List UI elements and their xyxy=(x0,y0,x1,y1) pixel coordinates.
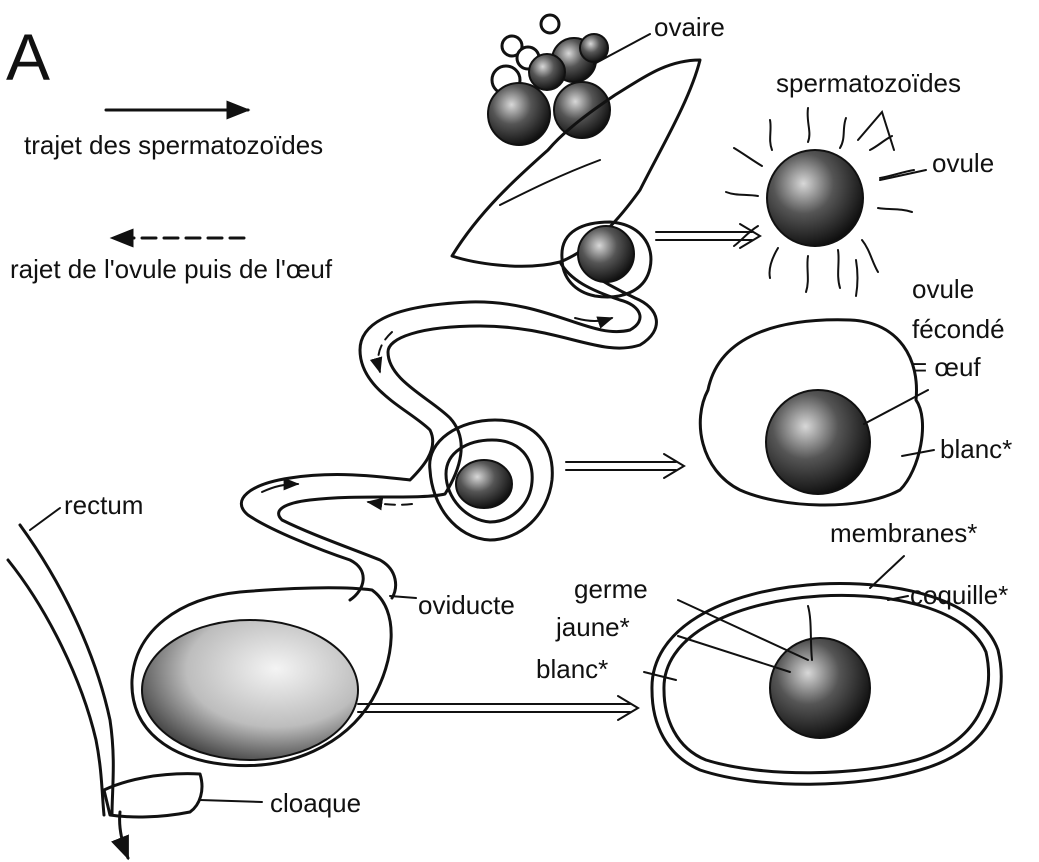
oviduct-outer-wall xyxy=(241,262,640,600)
ovule-feconde-label-2: fécondé xyxy=(912,314,1005,344)
panel-letter: A xyxy=(6,20,50,94)
ovum-in-infundibulum xyxy=(578,226,634,282)
cloaque-leader xyxy=(200,800,262,802)
ovule-label: ovule xyxy=(932,148,994,178)
blanc-lower-label: blanc* xyxy=(536,654,608,684)
legend-ovum-path-label: rajet de l'ovule puis de l'œuf xyxy=(10,254,333,284)
blanc-upper-label: blanc* xyxy=(940,434,1012,464)
jaune-label: jaune* xyxy=(555,612,630,642)
ovum-in-oviduct xyxy=(456,460,512,508)
spermatozoides-label: spermatozoïdes xyxy=(776,68,961,98)
egg-yolk xyxy=(770,638,870,738)
germe-label: germe xyxy=(574,574,648,604)
oviduct-inner-wall xyxy=(279,270,657,598)
ovule-with-sperm xyxy=(767,150,863,246)
oviducte-label: oviducte xyxy=(418,590,515,620)
rectum-label: rectum xyxy=(64,490,143,520)
oviducte-leader xyxy=(390,596,416,598)
solid-arrow-oviduct-2 xyxy=(262,484,298,492)
dashed-arrow-oviduct-1 xyxy=(378,332,392,372)
cloaque-label: cloaque xyxy=(270,788,361,818)
rectum-inner xyxy=(8,560,104,815)
legend-sperm-path-label: trajet des spermatozoïdes xyxy=(24,130,323,160)
membranes-label: membranes* xyxy=(830,518,977,548)
blanc-lower-leader xyxy=(644,672,676,680)
ovule-feconde-label-3: = œuf xyxy=(912,352,981,382)
ovule-feconde-label-1: ovule xyxy=(912,274,974,304)
egg-in-shell-gland xyxy=(142,620,358,760)
arrow-to-fertilized-ovum xyxy=(566,454,684,478)
arrow-to-laid-egg xyxy=(358,696,638,720)
membranes-leader xyxy=(870,556,904,588)
fertilized-ovum-yolk xyxy=(766,390,870,494)
dashed-arrow-oviduct-2 xyxy=(368,502,412,505)
cloaca-body xyxy=(104,774,202,817)
spermatozoides-leader xyxy=(858,112,894,150)
ovaire-label: ovaire xyxy=(654,12,725,42)
jaune-leader xyxy=(678,636,790,672)
coquille-label: coquille* xyxy=(910,580,1008,610)
ovary-cluster xyxy=(488,15,610,145)
cloaca-exit-arrow xyxy=(120,812,128,858)
infundibulum-vein xyxy=(500,160,600,205)
solid-arrow-oviduct-1 xyxy=(575,318,612,321)
rectum-leader xyxy=(30,508,60,530)
